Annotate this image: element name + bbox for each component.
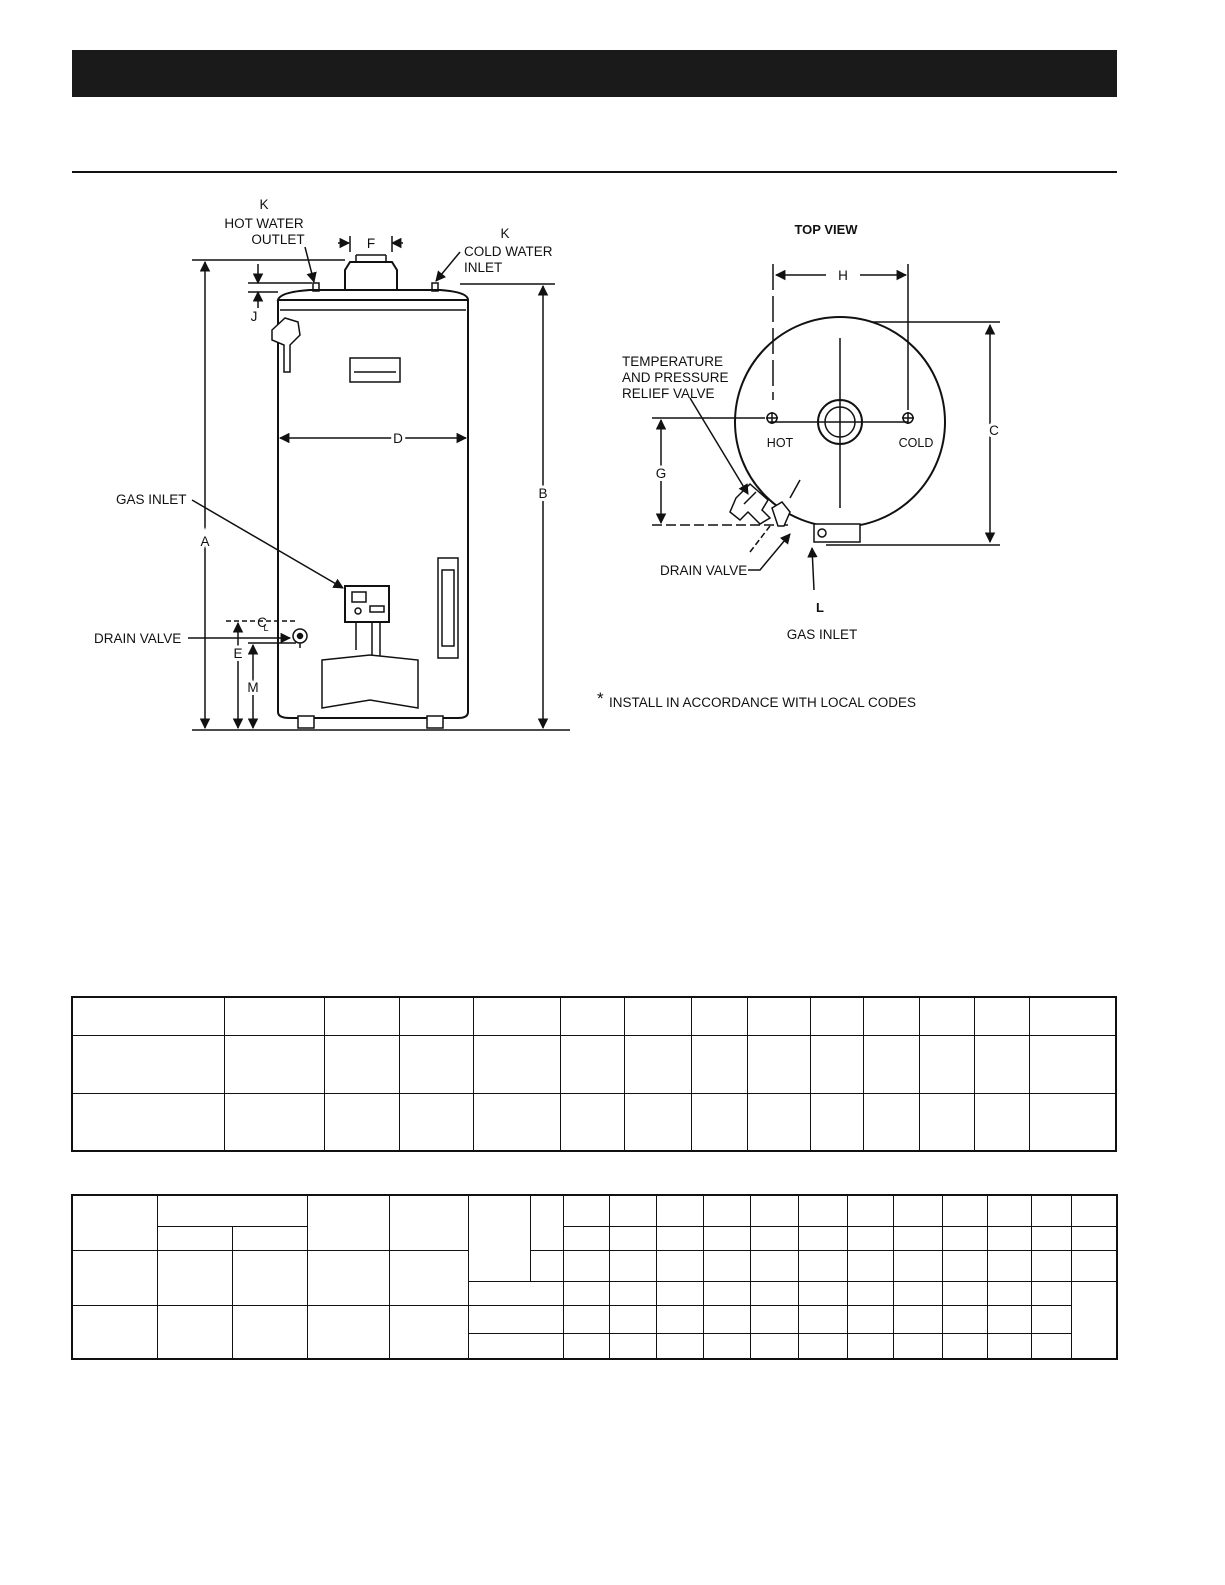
table-row [71,1092,1117,1152]
cold-water-inlet-label-1: COLD WATER [464,244,553,259]
table-row [71,1034,1117,1094]
dim-c-label: C [989,423,999,438]
hot-label: HOT [767,436,794,450]
tp-valve-label-3: RELIEF VALVE [622,386,715,401]
leg-left [297,715,315,729]
tp-valve-shape [729,482,772,525]
top-gas-inlet-label: GAS INLET [787,627,858,642]
label-k-cold: K [500,226,509,241]
drain-valve-shape [771,501,791,527]
dim-h-label: H [838,268,848,283]
flue-collar [344,261,398,290]
access-door [437,557,459,659]
dim-e-label: E [233,646,242,661]
label-plate [349,357,401,383]
hot-water-outlet-label-1: HOT WATER [224,216,303,231]
tank-body [277,300,469,719]
dimensions-table [71,996,1117,1152]
dim-d-label: D [393,431,403,446]
centerline-sub-label: L [263,623,268,633]
header-rule [72,171,1117,173]
table-row [71,996,1117,1036]
dim-j-label: J [251,309,258,324]
side-view-labels: K HOT WATER OUTLET K COLD WATER INLET F … [94,197,553,698]
drain-valve-label: DRAIN VALVE [94,631,181,646]
top-drain-valve-label: DRAIN VALVE [660,563,747,578]
centerline-label: C [257,615,267,630]
top-view-title: TOP VIEW [794,222,858,237]
leg-right [426,715,444,729]
gas-inlet-label: GAS INLET [116,492,187,507]
water-heater-diagram: K HOT WATER OUTLET K COLD WATER INLET F … [94,197,1002,731]
gas-inlet-block [813,523,861,543]
top-view [652,264,1000,591]
label-k-hot: K [259,197,268,212]
cold-nipple [431,282,439,292]
table-row [71,1304,1117,1360]
header-bar [72,50,1117,97]
top-view-labels: TOP VIEW H TEMPERATURE AND PRESSURE RELI… [597,222,1002,710]
dim-f-label: F [367,236,375,251]
specifications-table [71,1194,1118,1360]
tp-relief-valve [271,317,301,373]
table-row [72,1332,1117,1360]
dim-g-label: G [656,466,667,481]
tp-valve-label-2: AND PRESSURE [622,370,729,385]
table-row [71,1250,1118,1306]
cold-label: COLD [899,436,934,450]
dim-b-label: B [538,486,547,501]
burner-shield [321,654,419,709]
dim-l-label: L [816,600,824,615]
hot-water-outlet-label-2: OUTLET [251,232,304,247]
cold-water-inlet-label-2: INLET [464,260,502,275]
table-row [71,1194,1118,1282]
dim-m-label: M [247,680,258,695]
tank-top [276,289,470,301]
side-view [188,236,570,731]
table-row [72,1280,1117,1306]
install-note: INSTALL IN ACCORDANCE WITH LOCAL CODES [609,695,916,710]
tp-valve-label-1: TEMPERATURE [622,354,723,369]
dim-a-label: A [200,534,209,549]
table-row [72,1225,1118,1252]
note-star: * [597,689,604,708]
